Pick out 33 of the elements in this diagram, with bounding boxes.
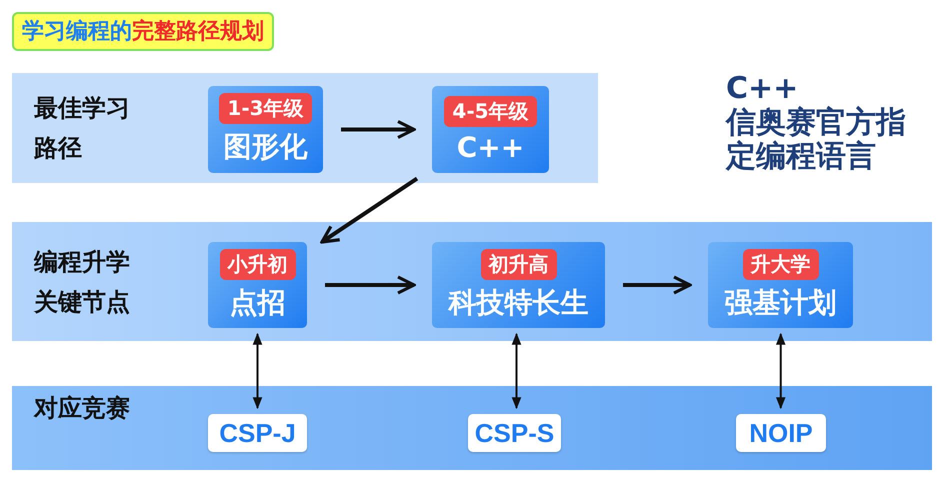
stage-card <box>708 242 853 328</box>
band-background <box>12 73 598 183</box>
grade-badge: 4-5年级 <box>444 96 537 126</box>
grade-badge: 初升高 <box>480 248 556 280</box>
row-heading: 对应竞赛 <box>34 393 131 424</box>
stage-card <box>208 242 307 328</box>
stage-label: 图形化 <box>224 129 308 165</box>
competition-tag: NOIP <box>736 414 826 452</box>
row-heading: 最佳学习路径 <box>34 93 131 164</box>
arrow <box>776 332 786 410</box>
arrow <box>252 332 262 410</box>
stage-card <box>432 242 605 328</box>
stage-label: 科技特长生 <box>448 284 588 320</box>
competition-tag: CSP-J <box>208 414 307 452</box>
competition-tag: CSP-S <box>468 414 561 452</box>
stage-card <box>432 86 549 173</box>
grade-badge: 1-3年级 <box>219 93 312 124</box>
grade-badge: 小升初 <box>220 248 296 280</box>
arrow <box>623 275 692 295</box>
band-background <box>12 222 932 341</box>
stage-label: 点招 <box>230 284 286 320</box>
band-background <box>12 386 932 470</box>
arrow <box>325 275 416 295</box>
stage-label: C++ <box>456 130 524 164</box>
grade-badge: 升大学 <box>742 248 818 280</box>
title: 学习编程的完整路径规划 <box>12 12 274 51</box>
arrow <box>512 332 522 410</box>
stage-card <box>208 86 323 173</box>
arrow <box>341 120 416 140</box>
row-heading: 编程升学关键节点 <box>34 246 131 318</box>
side-note: 信奥赛官方指定编程语言 <box>726 106 907 174</box>
stage-label: 强基计划 <box>724 284 836 320</box>
side-note: C++ <box>726 72 798 106</box>
